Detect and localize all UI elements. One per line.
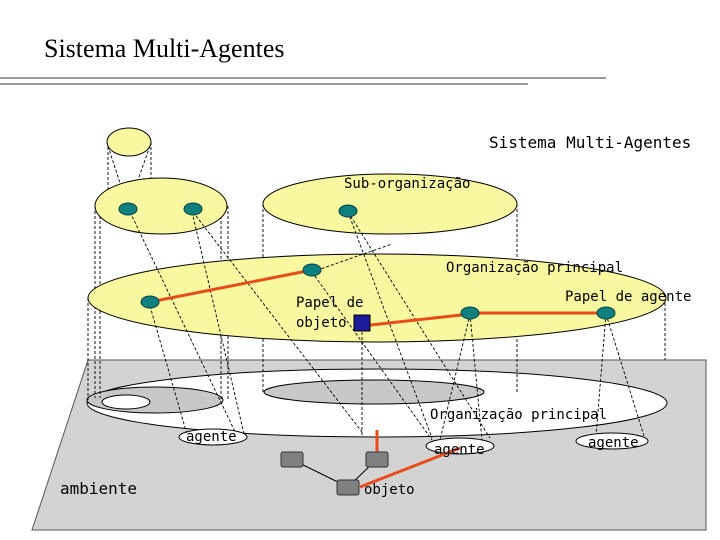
agent-relation-link bbox=[149, 268, 313, 304]
environment-label: ambiente bbox=[60, 479, 137, 498]
projection-line bbox=[311, 243, 393, 273]
object-label: objeto bbox=[364, 482, 415, 498]
slide-title: Sistema Multi-Agentes bbox=[44, 34, 285, 63]
object-agent-link bbox=[361, 312, 471, 328]
main-organization-ellipse bbox=[87, 253, 667, 343]
projection-line bbox=[605, 313, 645, 437]
agent-node bbox=[140, 295, 160, 309]
top-small-ellipse bbox=[106, 127, 152, 157]
env-object-block bbox=[280, 451, 304, 468]
agent-node bbox=[460, 306, 480, 320]
sub-organization-label: Sub-organização bbox=[344, 176, 470, 192]
env-agent-ellipse-1 bbox=[178, 428, 248, 446]
left-sub-organization bbox=[94, 177, 228, 235]
system-label: Sistema Multi-Agentes bbox=[489, 133, 691, 152]
env-object-block bbox=[365, 451, 389, 468]
projection-line bbox=[129, 211, 239, 439]
agent-label: agente bbox=[186, 429, 237, 445]
agent-node bbox=[118, 202, 138, 216]
projection-line bbox=[311, 271, 433, 441]
object-role-square bbox=[353, 314, 371, 332]
sub-organization-ellipse bbox=[262, 173, 518, 235]
env-small-ellipse bbox=[101, 394, 151, 410]
projection-line bbox=[107, 145, 129, 209]
agent-role-label: Papel de agente bbox=[565, 289, 691, 305]
agent-node bbox=[596, 306, 616, 320]
env-agent-ellipse-2 bbox=[425, 437, 495, 455]
projection-line bbox=[347, 211, 491, 439]
env-red-link bbox=[359, 446, 461, 489]
agent-node bbox=[183, 202, 203, 216]
projection-line bbox=[149, 305, 189, 439]
agent-label: agente bbox=[588, 435, 639, 451]
agent-node bbox=[302, 263, 322, 277]
agent-node bbox=[338, 204, 358, 218]
env-agent-ellipse-3 bbox=[575, 432, 649, 450]
projection-line bbox=[192, 211, 363, 433]
organization-principal-label: Organização principal bbox=[446, 260, 623, 276]
object-role-label-line1: Papel de bbox=[296, 295, 363, 311]
projection-line bbox=[595, 313, 607, 437]
projection-line bbox=[469, 313, 483, 441]
projection-line bbox=[191, 211, 246, 439]
object-role-label-line2: objeto bbox=[296, 315, 347, 331]
agent-label: agente bbox=[434, 442, 485, 458]
env-organization-label: Organização principal bbox=[430, 407, 607, 423]
projection-line bbox=[347, 211, 433, 439]
env-object-block bbox=[336, 479, 360, 496]
projection-line bbox=[439, 313, 471, 441]
env-sub-ellipse-center bbox=[263, 379, 485, 405]
projection-line bbox=[127, 145, 151, 209]
